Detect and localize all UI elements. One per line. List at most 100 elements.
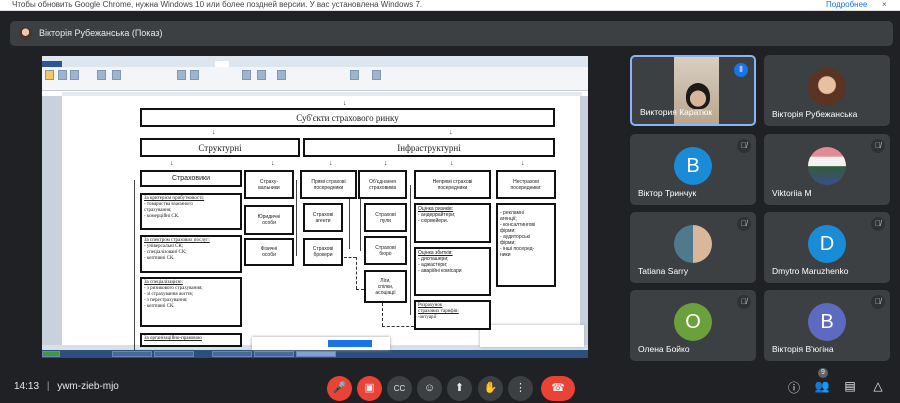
indirect-intermediaries-box: Непрямі страхові посередники — [414, 170, 491, 199]
arrow-down-icon: ↓ — [450, 160, 454, 167]
mic-off-button[interactable]: 🎤 — [327, 376, 352, 401]
ribbon-button — [190, 70, 199, 80]
emoji-button[interactable]: ☺ — [417, 376, 442, 401]
participant-avatar: O — [674, 303, 712, 341]
tariff-calc-box: Розрахунок страхових тарифів:-актуарії — [414, 300, 491, 330]
banner-message: Чтобы обновить Google Chrome, нужна Wind… — [12, 0, 423, 9]
arrow-down-icon: ↓ — [329, 160, 333, 167]
participant-tile[interactable]: Вікторія Рубежанська — [764, 55, 890, 126]
participant-count-badge: 9 — [818, 368, 828, 378]
mic-off-icon: 🎙̸ — [871, 295, 885, 309]
participant-tile[interactable]: 🎙̸ Viktoriia M — [764, 134, 890, 205]
ribbon-button — [58, 70, 67, 80]
mic-off-icon: 🎙̸ — [737, 139, 751, 153]
taskbar-item — [296, 351, 336, 357]
participant-tile[interactable]: ⦀ Виктория Каратюк — [630, 55, 756, 126]
meeting-details-icon[interactable]: ⓘ — [787, 381, 800, 395]
participant-name: Виктория Каратюк — [640, 107, 713, 117]
ribbon-button — [45, 70, 54, 80]
policyholders-box: Страху- вальники — [244, 170, 294, 199]
participant-name: Олена Бойко — [638, 344, 690, 354]
dashed-connector — [382, 326, 414, 327]
learn-more-link[interactable]: Подробнее — [826, 0, 868, 9]
chat-icon[interactable]: ▤ — [844, 379, 856, 393]
non-insurance-list-box: - рекламні агенції; - консалтингові фірм… — [496, 203, 556, 287]
present-button[interactable]: ⬆ — [447, 376, 472, 401]
brokers-box: Страхові брокери — [303, 238, 343, 266]
legal-entities-box: Юридичні особи — [244, 205, 294, 235]
direct-intermediaries-box: Прямі страхові посередники — [300, 170, 357, 199]
speaking-indicator-icon: ⦀ — [734, 63, 748, 77]
start-button — [42, 351, 60, 357]
arrow-down-icon: ↓ — [343, 100, 347, 107]
participant-name: Вікторія В'югіна — [772, 344, 834, 354]
insurer-group-box: За спеціалізацією:- з ризикового страхув… — [140, 277, 242, 327]
ribbon-button — [242, 70, 251, 80]
more-options-button[interactable]: ⋮ — [508, 376, 533, 401]
participant-tile[interactable]: 🎙̸ Tatiana Sarry — [630, 212, 756, 283]
participant-avatar: D — [808, 225, 846, 263]
participant-tile[interactable]: 🎙̸ O Олена Бойко — [630, 290, 756, 361]
connector-line — [349, 199, 350, 249]
dashed-connector — [382, 303, 383, 326]
mic-off-icon: 🎙̸ — [737, 295, 751, 309]
activities-icon[interactable]: △ — [873, 379, 883, 393]
dashed-connector — [356, 257, 357, 289]
close-banner-button[interactable]: × — [882, 0, 887, 9]
dashed-connector — [356, 289, 364, 290]
arrow-down-icon: ↓ — [212, 129, 216, 136]
separator: | — [46, 381, 50, 392]
arrow-down-icon: ↓ — [271, 160, 275, 167]
meeting-info: 14:13 | ywm-zieb-mjo — [14, 381, 119, 392]
participant-avatar: B — [808, 303, 846, 341]
taskbar-item — [112, 351, 152, 357]
captions-button[interactable]: CC — [387, 376, 412, 401]
ribbon-button — [112, 70, 121, 80]
participant-tile[interactable]: 🎙̸ D Dmytro Maruzhenko — [764, 212, 890, 283]
taskbar-item — [212, 351, 252, 357]
leave-call-button[interactable]: ☎ — [541, 376, 575, 401]
word-title-bar — [42, 56, 588, 61]
ruler — [62, 92, 582, 96]
people-icon[interactable]: 👥 — [814, 379, 830, 393]
word-ribbon-tabs — [42, 61, 588, 67]
word-ribbon — [42, 67, 588, 91]
arrow-down-icon: ↓ — [170, 160, 174, 167]
meeting-code: ywm-zieb-mjo — [57, 381, 119, 392]
mic-off-icon: 🎙̸ — [871, 139, 885, 153]
notification-button[interactable] — [328, 340, 372, 347]
arrow-down-icon: ↓ — [449, 129, 453, 136]
infrastructural-box: Інфраструктурні — [303, 138, 555, 157]
participant-avatar — [808, 147, 846, 185]
participant-tile[interactable]: 🎙̸ B Віктор Тринчук — [630, 134, 756, 205]
raise-hand-button[interactable]: ✋ — [478, 376, 503, 401]
participant-name: Tatiana Sarry — [638, 266, 689, 276]
participant-name: Вікторія Рубежанська — [772, 109, 858, 119]
participant-name: Dmytro Maruzhenko — [772, 266, 849, 276]
participant-tile[interactable]: 🎙̸ B Вікторія В'югіна — [764, 290, 890, 361]
connector-line — [410, 185, 411, 315]
taskbar-item — [254, 351, 294, 357]
mic-off-icon: 🎙̸ — [871, 217, 885, 231]
participant-name: Віктор Тринчук — [638, 188, 697, 198]
structural-box: Структурні — [140, 138, 300, 157]
camera-off-button[interactable]: ▣ — [357, 376, 382, 401]
ribbon-button — [177, 70, 186, 80]
agents-box: Страхові агенти — [303, 203, 343, 232]
word-view-tab — [215, 61, 229, 67]
participant-avatar: B — [674, 147, 712, 185]
taskbar-item — [154, 351, 194, 357]
pools-box: Страхові пули — [364, 203, 407, 232]
loss-assessment-box: Оцінка збитків:- диспашери; - аджастери;… — [414, 247, 491, 296]
meet-notification — [252, 337, 390, 350]
chrome-notification — [480, 325, 584, 347]
connector-line — [134, 180, 135, 350]
mic-off-icon: 🎙̸ — [737, 217, 751, 231]
word-file-tab — [42, 61, 62, 67]
connector-line — [360, 199, 361, 251]
ribbon-button — [350, 70, 359, 80]
ribbon-button — [277, 70, 286, 80]
insurers-box: Страховики — [140, 170, 242, 187]
insurer-group-box: За організаційно-правовою — [140, 333, 242, 347]
insurer-group-box: За критерієм прибутковості:- товариства … — [140, 193, 242, 230]
